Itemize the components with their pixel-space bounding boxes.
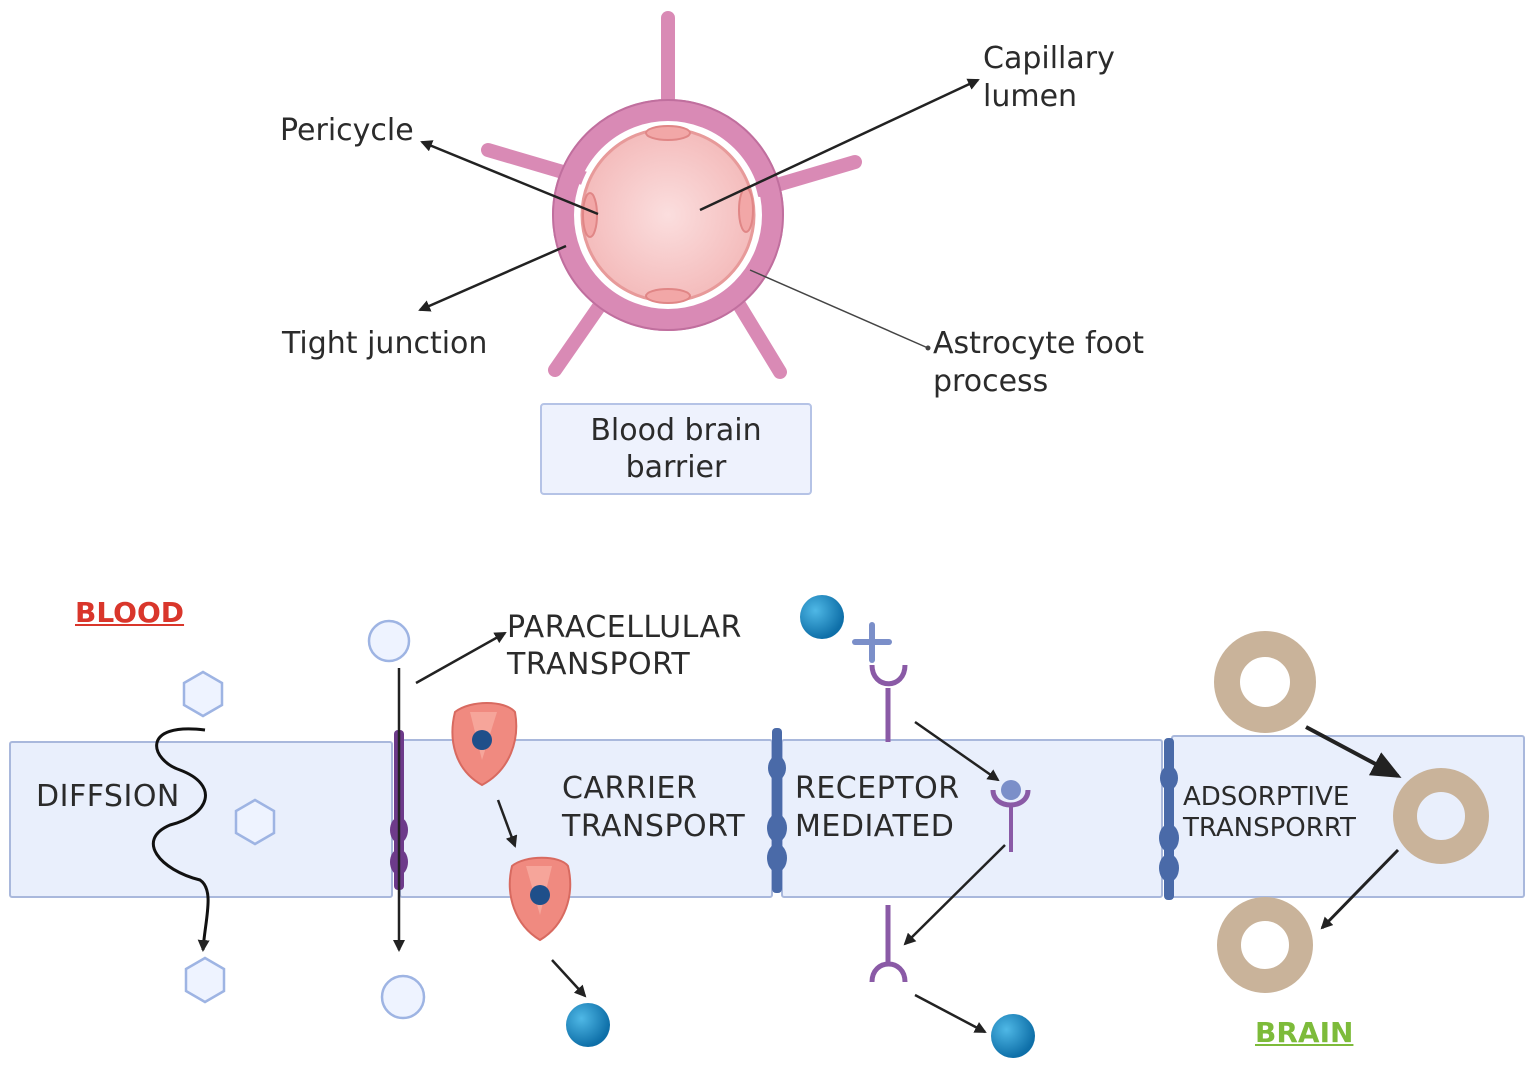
paracellular-molecule-brain [380, 974, 426, 1020]
adsorptive-label-line2: TRANSPORRT [1183, 813, 1356, 843]
ligand-molecule-brain [991, 1014, 1035, 1058]
receptor-pathway [800, 595, 1035, 1058]
paracellular-label-line2: TRANSPORT [507, 647, 691, 682]
capillary-cross-section [418, 11, 980, 379]
adsorptive-label-line1: ADSORPTIVE [1183, 782, 1350, 812]
carrier-protein-bottom [508, 856, 572, 942]
capillary-lumen-label-line1: Capillary [983, 41, 1115, 76]
capillary-lumen-label-line2: lumen [983, 79, 1078, 114]
receptor-bottom [869, 905, 908, 983]
endothelial-cells [582, 125, 754, 304]
blood-brain-barrier-title: Blood brain barrier [540, 403, 812, 495]
brain-label: BRAIN [1255, 1016, 1354, 1049]
receptor-label-line1: RECEPTOR [795, 771, 960, 806]
paracellular-label-arrow [415, 631, 507, 685]
pericycle-arrow [420, 140, 599, 216]
ring-molecule-brain [1217, 897, 1313, 993]
pericycle-label: Pericycle [280, 113, 414, 148]
ligand-molecule-blood [800, 595, 844, 639]
title-line2: barrier [625, 450, 727, 485]
astrocyte-label-line2: process [933, 364, 1049, 399]
astrocyte-label-line1: Astrocyte foot [933, 326, 1144, 361]
tight-junction-label: Tight junction [282, 326, 488, 361]
carrier-protein-top [451, 702, 518, 787]
carrier-label-line2: TRANSPORT [562, 809, 746, 844]
diffusion-path [151, 727, 210, 952]
diffusion-label: DIFFSION [36, 779, 180, 814]
receptor-label-line2: MEDIATED [795, 809, 955, 844]
paracellular-pathway [367, 619, 507, 1020]
carrier-label-line1: CARRIER [562, 771, 698, 806]
paracellular-molecule-blood [367, 619, 411, 663]
blood-label: BLOOD [75, 596, 185, 629]
receptor-top [869, 664, 908, 742]
cell-segment-1 [9, 741, 393, 898]
paracellular-label-line1: PARACELLULAR [507, 610, 742, 645]
capillary-lumen-circle [580, 127, 756, 303]
carrier-pathway [451, 702, 610, 1047]
capillary-lumen-arrow [699, 78, 980, 212]
ring-molecule-blood [1214, 631, 1316, 733]
adsorptive-pathway [1214, 631, 1489, 993]
astrocyte-arrow [749, 269, 929, 349]
hexagon-molecule-brain [184, 956, 226, 1004]
tight-junction-arrow [418, 244, 567, 312]
plus-sign-icon [852, 622, 892, 663]
diffusion-pathway [151, 670, 276, 1004]
endothelial-membrane [9, 735, 1525, 898]
title-line1: Blood brain [590, 413, 762, 448]
hexagon-molecule-blood [182, 670, 224, 718]
carrier-molecule-brain [566, 1003, 610, 1047]
receptor-middle [990, 780, 1031, 852]
hexagon-molecule-inside [234, 798, 276, 846]
tight-junction-blue-2 [1159, 738, 1179, 900]
astrocyte-endfeet-ring [552, 99, 784, 331]
ring-molecule-membrane [1393, 768, 1489, 864]
tight-junction-blue-1 [767, 728, 787, 893]
